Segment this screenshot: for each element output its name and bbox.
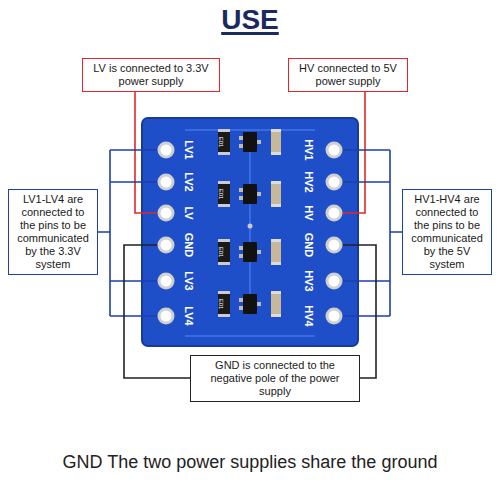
red-leader-line — [135, 92, 157, 213]
pin-label-box: HV3 — [301, 270, 319, 291]
resistor-symbol — [218, 181, 230, 207]
pin-label: LV2 — [183, 172, 195, 191]
pin-label: LV3 — [183, 271, 195, 290]
pin-label: LV4 — [183, 306, 195, 325]
hole — [159, 274, 173, 288]
pin-holes — [159, 143, 341, 323]
caption-text: GND The two power supplies share the gro… — [63, 452, 438, 472]
hole — [327, 309, 341, 323]
hole — [327, 274, 341, 288]
hole — [159, 206, 173, 220]
hole — [327, 143, 341, 157]
pin-label: HV2 — [303, 171, 315, 192]
pin-label: GND — [183, 233, 195, 257]
blue-leader-line — [343, 150, 402, 316]
pin-label-box: GND — [301, 233, 319, 257]
callout-box: GND is connected to the negative pole of… — [190, 355, 360, 402]
pin-label-box: LV2 — [181, 172, 199, 191]
resistor-symbol — [271, 181, 281, 207]
leader-lines — [98, 92, 402, 378]
callout-text: GND is connected to the negative pole of… — [196, 359, 354, 398]
pin-label-box: E01 — [215, 189, 233, 200]
pin-label: HV — [303, 205, 315, 220]
pin-label-box: HV — [301, 205, 319, 220]
caption-box: GND The two power supplies share the gro… — [0, 452, 500, 473]
pin-label-box: HV4 — [301, 305, 319, 326]
hole — [159, 175, 173, 189]
mosfet-symbol — [239, 132, 261, 152]
hole — [327, 175, 341, 189]
resistor-symbol — [218, 291, 230, 317]
resistor-symbol — [271, 129, 281, 155]
board-trace — [185, 130, 315, 336]
callout-box: HV connected to 5V power supply — [288, 58, 408, 92]
board-outline — [142, 118, 358, 346]
resistors — [218, 129, 281, 317]
pin-label-box: LV1 — [181, 140, 199, 159]
callout-box: HV1-HV4 are connected to the pins to be … — [402, 189, 492, 275]
callout-text: LV1-LV4 are connected to the pins to be … — [14, 193, 92, 271]
hole — [159, 143, 173, 157]
resistor-symbol — [271, 239, 281, 265]
hole — [327, 206, 341, 220]
hole — [159, 309, 173, 323]
black-leader-line — [124, 245, 190, 378]
mosfet-symbol — [239, 184, 261, 204]
title-text: USE — [221, 4, 279, 35]
callout-box: LV1-LV4 are connected to the pins to be … — [8, 189, 98, 275]
resistor-symbol — [271, 291, 281, 317]
resistor-symbol — [218, 239, 230, 265]
hole — [159, 238, 173, 252]
resistor-marking: E01 — [218, 299, 224, 310]
title-heading: USE — [0, 4, 500, 36]
callout-box: LV is connected to 3.3V power supply — [82, 58, 220, 92]
resistor-marking: E01 — [218, 247, 224, 258]
pin-label: HV1 — [303, 139, 315, 160]
callout-text: LV is connected to 3.3V power supply — [88, 62, 214, 88]
pin-label: HV4 — [303, 305, 315, 326]
mosfet-symbol — [239, 242, 261, 262]
pin-label-box: E01 — [215, 137, 233, 148]
red-leader-line — [343, 92, 365, 213]
pcb-board — [142, 118, 358, 346]
callout-text: HV connected to 5V power supply — [294, 62, 402, 88]
mosfet-chips — [239, 132, 261, 314]
callout-text: HV1-HV4 are connected to the pins to be … — [408, 193, 486, 271]
resistor-marking: E01 — [218, 189, 224, 200]
via-dot — [248, 224, 253, 229]
pin-label-box: E01 — [215, 299, 233, 310]
pin-label-box: LV4 — [181, 306, 199, 325]
pin-label-box: E01 — [215, 247, 233, 258]
pin-label-box: HV2 — [301, 171, 319, 192]
mosfet-symbol — [239, 294, 261, 314]
hole — [327, 238, 341, 252]
pin-label: LV — [183, 206, 195, 219]
pin-label: HV3 — [303, 270, 315, 291]
pin-label: GND — [303, 233, 315, 257]
pin-label-box: HV1 — [301, 139, 319, 160]
blue-leader-line — [98, 150, 157, 316]
pin-label: LV1 — [183, 140, 195, 159]
resistor-symbol — [218, 129, 230, 155]
resistor-marking: E01 — [218, 137, 224, 148]
pin-label-box: LV — [181, 206, 199, 219]
pin-label-box: GND — [181, 233, 199, 257]
pin-label-box: LV3 — [181, 271, 199, 290]
